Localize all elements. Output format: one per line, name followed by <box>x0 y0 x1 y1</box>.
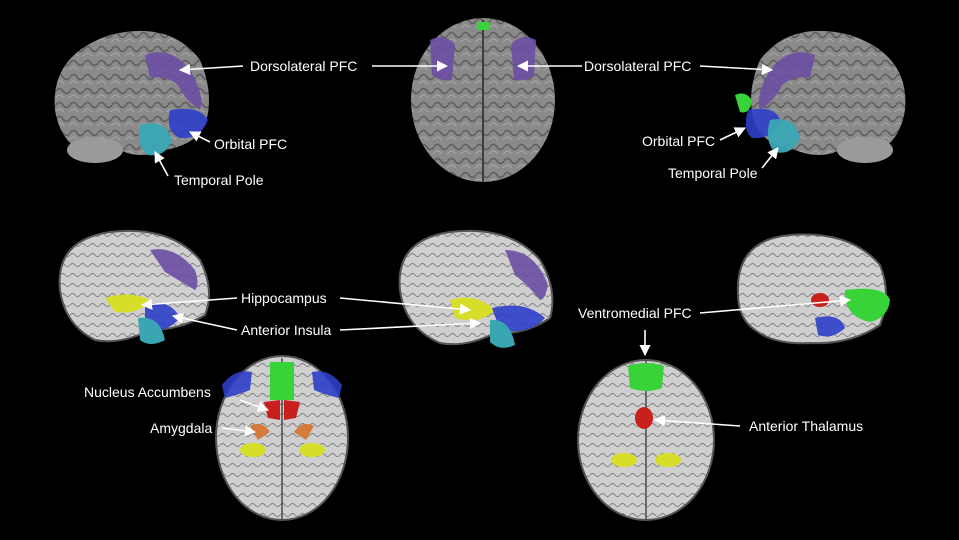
region-thalamus-ax <box>635 407 653 429</box>
region-hippocampus-ax-r-left <box>611 453 637 467</box>
label-anterior-insula: Anterior Insula <box>241 322 332 338</box>
brain-sagittal-center <box>398 229 554 348</box>
region-orbital-left <box>168 108 208 139</box>
region-dorsolateral-sup-right <box>511 36 536 81</box>
brain-superior <box>411 18 555 182</box>
region-amygdala-right <box>294 424 314 440</box>
region-dorsolateral-sag-left <box>150 249 198 290</box>
region-orbital-ax-left-a <box>222 371 252 398</box>
arrow-dlpfc-left <box>178 63 244 75</box>
brain-lateral-right <box>735 30 906 163</box>
arrow-temporal-right <box>761 147 779 169</box>
annotation-arrows <box>140 60 852 437</box>
label-temporal-right: Temporal Pole <box>668 165 758 181</box>
arrow-dlpfc-right <box>699 63 774 76</box>
arrow-orbital-right <box>719 127 747 141</box>
region-hippocampus-ax-r-right <box>655 453 681 467</box>
region-hippocampus-ax-right <box>299 443 325 457</box>
region-hippocampus-sag-left <box>105 294 150 313</box>
arrow-thalamus <box>653 415 741 427</box>
region-ventromedial-medial <box>845 288 890 322</box>
region-dorsolateral-sag-center <box>505 250 548 300</box>
arrow-insula-left <box>171 312 238 331</box>
brain-lateral-left <box>54 30 209 163</box>
region-temporal-pole-left <box>138 123 172 156</box>
label-anterior-thalamus: Anterior Thalamus <box>749 418 864 434</box>
brain-axial-left <box>215 355 349 521</box>
cerebellum-right <box>837 137 893 163</box>
brain-axial-right <box>577 359 715 521</box>
arrow-insula-center <box>339 317 482 331</box>
region-hippocampus-ax-left <box>240 443 266 457</box>
label-temporal-left: Temporal Pole <box>174 172 264 188</box>
arrow-amygdala <box>221 425 257 437</box>
region-dorsolateral-right <box>758 52 815 110</box>
region-ventromedial-sup <box>477 22 489 30</box>
label-orbital-right: Orbital PFC <box>642 133 716 149</box>
region-thalamus-medial <box>811 293 829 307</box>
region-ventromedial-ax-right <box>628 363 664 391</box>
region-temporal-pole-right <box>767 119 800 153</box>
region-dorsolateral-left <box>145 52 202 110</box>
label-nucleus-accumbens: Nucleus Accumbens <box>84 384 211 400</box>
label-ventromedial: Ventromedial PFC <box>578 305 692 321</box>
arrow-hippocampus-center <box>339 297 472 315</box>
label-amygdala: Amygdala <box>150 420 213 436</box>
arrow-temporal-left <box>154 151 169 177</box>
region-ventromedial-ax-left <box>270 362 294 400</box>
brain-sagittal-left <box>58 229 210 344</box>
region-temporal-sag-left <box>138 317 165 344</box>
region-orbital-ax-left-b <box>312 371 342 398</box>
label-dlpfc-right: Dorsolateral PFC <box>584 58 692 74</box>
region-orbital-medial <box>815 316 845 337</box>
region-accumbens-right <box>284 400 300 420</box>
arrow-hippocampus-left <box>140 297 238 310</box>
region-temporal-sag-center <box>490 319 515 348</box>
arrow-vmpfc-right <box>699 295 852 314</box>
brain-medial-sagittal <box>736 233 890 345</box>
label-orbital-left: Orbital PFC <box>214 136 288 152</box>
arrow-orbital-left <box>188 131 211 143</box>
region-ventromedial-lat-right <box>735 93 752 113</box>
label-hippocampus: Hippocampus <box>241 290 327 306</box>
cerebellum-left <box>67 137 123 163</box>
label-dlpfc-left: Dorsolateral PFC <box>250 58 358 74</box>
arrow-accumbens <box>239 399 270 412</box>
region-dorsolateral-sup-left <box>430 36 455 81</box>
